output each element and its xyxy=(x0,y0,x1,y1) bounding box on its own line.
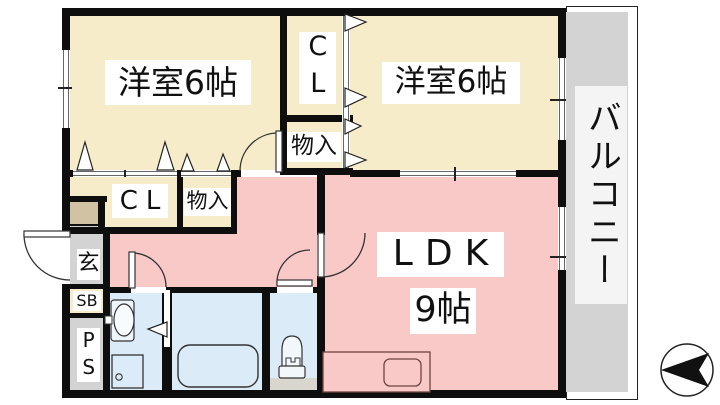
entrance-opening xyxy=(62,231,70,284)
bedroom-right-label: 洋室6帖 xyxy=(382,62,520,104)
wall xyxy=(280,8,287,175)
ldk-area xyxy=(317,170,566,398)
window-tick xyxy=(58,87,72,89)
window-tick xyxy=(550,99,566,101)
storage-top-label: 物入 xyxy=(287,132,341,162)
compass-arrow-icon xyxy=(661,353,709,387)
wall xyxy=(558,8,566,398)
wall xyxy=(62,313,110,318)
wall xyxy=(287,115,353,122)
shoe-box-label: SB xyxy=(73,291,101,311)
wall xyxy=(166,287,277,293)
balcony-label: バルコニー xyxy=(575,86,627,304)
closet-mid-label: CL xyxy=(112,184,168,218)
wall xyxy=(103,227,110,398)
shoe-cabinet xyxy=(70,202,98,226)
bedroom-left-label: 洋室6帖 xyxy=(105,60,251,105)
door-opening xyxy=(277,287,313,293)
wall xyxy=(231,170,241,177)
ldk-size-label: 9帖 xyxy=(410,288,476,334)
hallway-area xyxy=(103,227,325,293)
door-opening xyxy=(241,170,280,177)
door-opening xyxy=(164,290,170,347)
window-tick xyxy=(550,256,566,258)
door-opening xyxy=(317,235,325,276)
wall xyxy=(516,170,566,177)
ldk-label: LDK xyxy=(377,232,504,277)
wall xyxy=(62,390,566,398)
wall xyxy=(350,170,400,177)
wall xyxy=(62,284,110,289)
pipe-space-label: PS xyxy=(76,328,101,382)
wall xyxy=(313,287,321,293)
wall xyxy=(62,8,70,398)
sliding-door[interactable] xyxy=(400,170,516,177)
entrance-label: 玄 xyxy=(77,249,100,280)
wall xyxy=(62,227,237,234)
closet-top-label: CL xyxy=(299,31,336,105)
bathroom-area xyxy=(172,287,270,398)
closet-door-track[interactable] xyxy=(181,170,231,177)
wall xyxy=(62,8,566,16)
wall xyxy=(262,287,270,398)
track-tick xyxy=(124,170,126,177)
wall xyxy=(66,196,107,202)
wall xyxy=(98,202,105,229)
toilet-step-area xyxy=(270,378,325,392)
track-tick xyxy=(454,167,456,181)
wall xyxy=(62,170,77,177)
storage-mid-label: 物入 xyxy=(184,188,231,216)
wall xyxy=(231,177,237,234)
window xyxy=(62,50,70,128)
wall xyxy=(103,287,131,293)
closet-door-track[interactable] xyxy=(342,16,350,168)
compass-icon xyxy=(660,343,714,397)
wall xyxy=(317,276,325,398)
wall xyxy=(177,170,181,177)
wall xyxy=(317,170,325,235)
wall xyxy=(280,168,353,175)
window xyxy=(558,207,566,270)
wall xyxy=(177,177,183,227)
door-opening xyxy=(131,287,166,293)
